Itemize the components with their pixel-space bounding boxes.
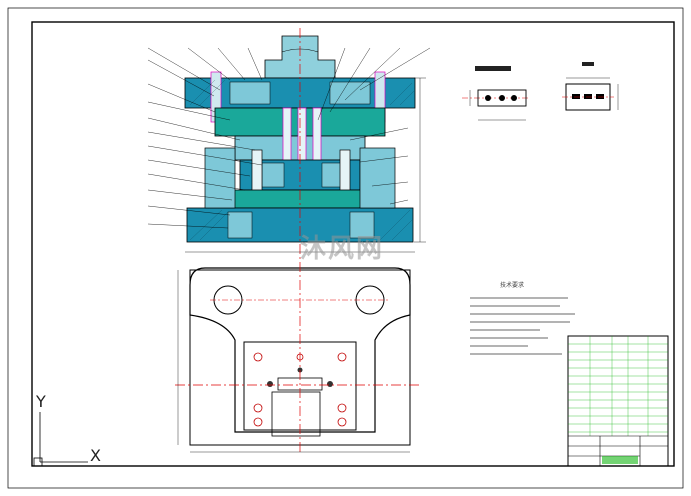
- screw-hole-pattern: [253, 352, 347, 427]
- ucs-y-label: Y: [36, 392, 46, 411]
- ucs-x-label: X: [90, 446, 101, 465]
- part-detail-strip: [462, 66, 530, 121]
- plan-view: [175, 262, 420, 455]
- front-section-view: [147, 28, 431, 262]
- tech-requirements-title: 技术要求: [500, 282, 525, 289]
- die-base-profile: [189, 267, 411, 433]
- plan-outline: [189, 269, 411, 446]
- ucs-icon: [33, 412, 88, 467]
- part-detail-block: [562, 62, 619, 111]
- watermark-text: 沐风网: [300, 234, 385, 264]
- title-block: [567, 335, 669, 467]
- pin-holes: [267, 367, 333, 387]
- tech-requirements-notes: [470, 297, 575, 355]
- sheet-inner-border: [31, 21, 675, 467]
- sheet-outer-border: [7, 7, 684, 489]
